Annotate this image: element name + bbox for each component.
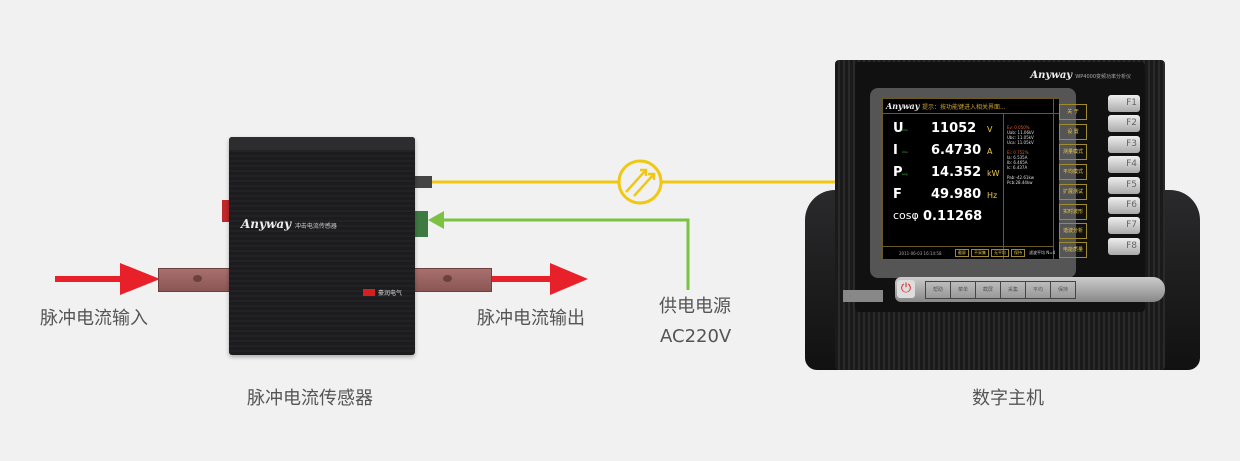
host-brand: Anyway	[1030, 70, 1073, 81]
f8-key[interactable]: F8	[1108, 238, 1140, 255]
menu-item[interactable]: 测量模式	[1059, 144, 1087, 160]
output-label: 脉冲电流输出	[477, 308, 585, 329]
panel-button[interactable]: 平均	[1025, 281, 1051, 299]
menu-item[interactable]: 谐波分析	[1059, 223, 1087, 239]
menu-item[interactable]: 关 于	[1059, 104, 1087, 120]
screen-status: 滤波平均 N=4	[1029, 250, 1056, 255]
output-arrow	[490, 263, 588, 295]
maker-badge	[843, 290, 883, 302]
panel-button[interactable]: 帮助	[925, 281, 951, 299]
menu-item[interactable]: 扩展测试	[1059, 184, 1087, 200]
fiber-connector	[414, 176, 432, 188]
control-panel: ⏻ 帮助 菜单 截屏 采集 平均 保持	[895, 277, 1165, 302]
panel-button[interactable]: 菜单	[950, 281, 976, 299]
f3-key[interactable]: F3	[1108, 136, 1140, 153]
menu-item[interactable]: 电能质量	[1059, 242, 1087, 258]
power-button[interactable]: ⏻	[897, 280, 915, 298]
host-model: WP4000变频功率分析仪	[1075, 74, 1131, 80]
screen-date: 2011-06-03 16:14:58	[899, 251, 942, 256]
voltage-label: AC220V	[660, 326, 732, 347]
power-label: 供电电源	[659, 296, 731, 317]
f5-key[interactable]: F5	[1108, 177, 1140, 194]
power-line	[440, 218, 690, 290]
input-label: 脉冲电流输入	[40, 308, 148, 329]
power-arrowhead	[428, 211, 444, 229]
screen-hint: 提示：按功能键进入相关界面...	[921, 104, 1006, 111]
red-terminal	[222, 200, 230, 222]
input-arrow	[55, 263, 160, 295]
host-label: 数字主机	[972, 388, 1044, 409]
pulse-current-sensor: Anyway 冲击电流传感器 豪润电气	[229, 137, 415, 355]
f7-key[interactable]: F7	[1108, 217, 1140, 234]
sensor-label: 脉冲电流传感器	[247, 388, 373, 409]
f2-key[interactable]: F2	[1108, 115, 1140, 132]
menu-item[interactable]: 平均模式	[1059, 164, 1087, 180]
f6-key[interactable]: F6	[1108, 197, 1140, 214]
maker-logo: 豪润电气	[363, 288, 402, 297]
power-connector	[414, 211, 428, 237]
panel-button[interactable]: 截屏	[975, 281, 1001, 299]
f4-key[interactable]: F4	[1108, 156, 1140, 173]
copper-busbar-right	[408, 268, 492, 292]
f1-key[interactable]: F1	[1108, 95, 1140, 112]
menu-item[interactable]: 实时波形	[1059, 204, 1087, 220]
screen-tabs: 截屏不采集无平均保持	[955, 249, 1025, 257]
panel-button[interactable]: 采集	[1000, 281, 1026, 299]
sensor-brand: Anyway	[241, 217, 292, 231]
optical-signal-icon	[617, 159, 663, 205]
copper-busbar-left	[158, 268, 240, 292]
sensor-model: 冲击电流传感器	[294, 223, 337, 230]
menu-item[interactable]: 设 置	[1059, 124, 1087, 140]
panel-button[interactable]: 保持	[1050, 281, 1076, 299]
